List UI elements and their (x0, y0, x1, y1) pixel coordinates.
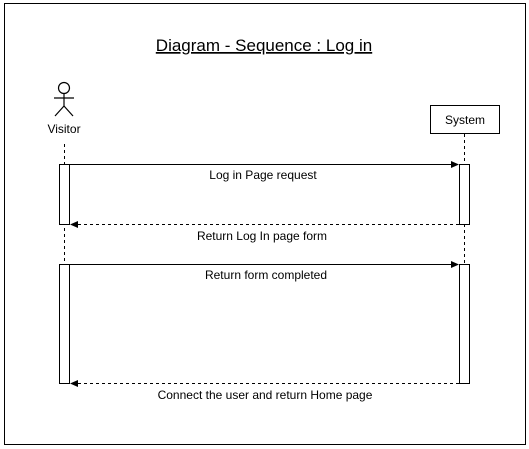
system-box (430, 105, 500, 134)
message-label: Return Log In page form (197, 229, 327, 243)
message-label: Log in Page request (209, 168, 317, 182)
system-label: System (445, 113, 485, 127)
system-activation-1 (459, 164, 470, 225)
diagram-title: Diagram - Sequence : Log in (156, 36, 372, 55)
visitor-actor-label: Visitor (47, 122, 80, 136)
visitor-activation-1 (59, 164, 70, 225)
message-label: Return form completed (205, 268, 327, 282)
message-label: Connect the user and return Home page (158, 388, 373, 402)
visitor-activation-2 (59, 264, 70, 384)
visitor-actor-icon (54, 81, 74, 117)
system-activation-2 (459, 264, 470, 384)
